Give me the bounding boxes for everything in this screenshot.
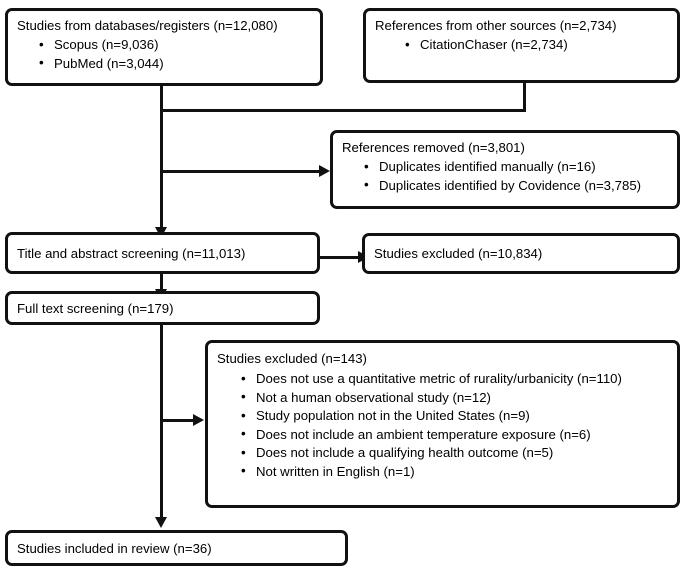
box-studies-excluded-screening: Studies excluded (n=10,834) xyxy=(362,233,680,274)
list-item: Not written in English (n=1) xyxy=(241,462,669,482)
box-included-heading: Studies included in review (n=36) xyxy=(17,540,212,556)
box-references-removed-heading: References removed (n=3,801) xyxy=(342,140,525,155)
box-studies-excluded-fulltext-heading: Studies excluded (n=143) xyxy=(217,351,367,366)
list-item: Scopus (n=9,036) xyxy=(39,36,312,55)
connector-to-full-text xyxy=(160,274,163,291)
arrowhead-to-studies-excluded-fulltext xyxy=(193,414,204,426)
arrowhead-to-included xyxy=(155,517,167,528)
list-item: Duplicates identified by Covidence (n=3,… xyxy=(364,176,669,196)
box-references-removed: References removed (n=3,801) Duplicates … xyxy=(330,130,680,209)
connector-databases-trunk xyxy=(160,85,163,229)
box-other-sources-bullet-list: CitationChaser (n=2,734) xyxy=(375,36,669,55)
list-item: CitationChaser (n=2,734) xyxy=(405,36,669,55)
connector-to-references-removed xyxy=(160,170,320,173)
box-databases-bullet-list: Scopus (n=9,036) PubMed (n=3,044) xyxy=(17,36,312,73)
box-studies-excluded-screening-heading: Studies excluded (n=10,834) xyxy=(374,246,543,261)
connector-merge-horizontal xyxy=(160,109,526,112)
list-item: Not a human observational study (n=12) xyxy=(241,388,669,408)
box-studies-excluded-fulltext-bullet-list: Does not use a quantitative metric of ru… xyxy=(217,370,669,481)
connector-to-studies-excluded-fulltext xyxy=(160,419,195,422)
list-item: Study population not in the United State… xyxy=(241,407,669,426)
arrowhead-to-references-removed xyxy=(319,165,330,177)
list-item: Does not include an ambient temperature … xyxy=(241,425,669,445)
list-item: PubMed (n=3,044) xyxy=(39,54,312,74)
box-references-other-sources: References from other sources (n=2,734) … xyxy=(363,8,680,83)
box-other-sources-heading: References from other sources (n=2,734) xyxy=(375,18,617,33)
box-databases-heading: Studies from databases/registers (n=12,0… xyxy=(17,18,278,33)
box-studies-included-in-review: Studies included in review (n=36) xyxy=(5,530,348,566)
list-item: Does not include a qualifying health out… xyxy=(241,444,669,463)
connector-to-studies-excluded-screening xyxy=(320,256,360,259)
box-full-text-screening: Full text screening (n=179) xyxy=(5,291,320,325)
box-studies-from-databases: Studies from databases/registers (n=12,0… xyxy=(5,8,323,86)
list-item: Does not use a quantitative metric of ru… xyxy=(241,370,669,389)
connector-other-sources-drop xyxy=(523,82,526,112)
box-title-abstract-screening: Title and abstract screening (n=11,013) xyxy=(5,232,320,274)
box-references-removed-bullet-list: Duplicates identified manually (n=16) Du… xyxy=(342,158,669,195)
box-studies-excluded-fulltext: Studies excluded (n=143) Does not use a … xyxy=(205,340,680,508)
box-full-text-screening-heading: Full text screening (n=179) xyxy=(17,300,174,316)
box-title-abstract-heading: Title and abstract screening (n=11,013) xyxy=(17,245,246,261)
list-item: Duplicates identified manually (n=16) xyxy=(364,158,669,177)
